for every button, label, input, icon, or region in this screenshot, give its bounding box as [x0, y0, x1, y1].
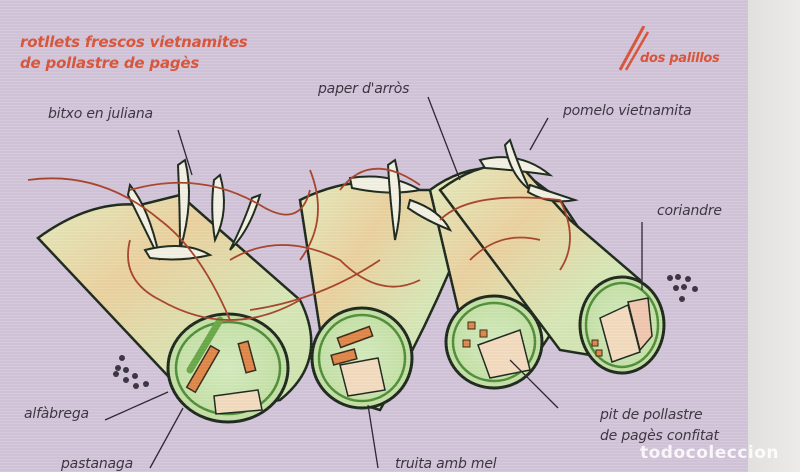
roll-1: [36, 193, 313, 424]
recipe-card: rotllets frescos vietnamites de pollastr…: [0, 0, 748, 472]
label-chili: bitxo en juliana: [48, 106, 153, 122]
label-omelette: truita amb mel: [395, 456, 497, 472]
label-rice-paper: paper d'arròs: [318, 81, 410, 97]
label-carrot: pastanaga: [61, 456, 133, 472]
recipe-title-line-2: de pollastre de pagès: [20, 54, 200, 72]
brand-logo: dos palillos: [640, 51, 720, 66]
basil-seeds: [113, 355, 149, 389]
recipe-title-line-1: rotllets frescos vietnamites: [20, 33, 248, 51]
recipe-title: rotllets frescos vietnamites de pollastr…: [20, 32, 248, 74]
leader-lines: [104, 96, 643, 469]
watermark: todocoleccion: [640, 443, 780, 463]
label-chicken-line-1: pit de pollastre: [600, 407, 703, 423]
coriander-seeds: [667, 274, 698, 302]
label-pomelo: pomelo vietnamita: [563, 103, 692, 119]
label-basil: alfàbrega: [24, 406, 89, 422]
roll-4: [438, 163, 666, 375]
chopsticks-icon: [618, 26, 650, 71]
label-chicken-line-2: de pagès confitat: [600, 428, 719, 444]
chili-strands: [27, 167, 571, 321]
label-coriander: coriandre: [657, 203, 722, 219]
spring-rolls-illustration: [27, 96, 698, 469]
scan-background-strip: [748, 0, 800, 472]
